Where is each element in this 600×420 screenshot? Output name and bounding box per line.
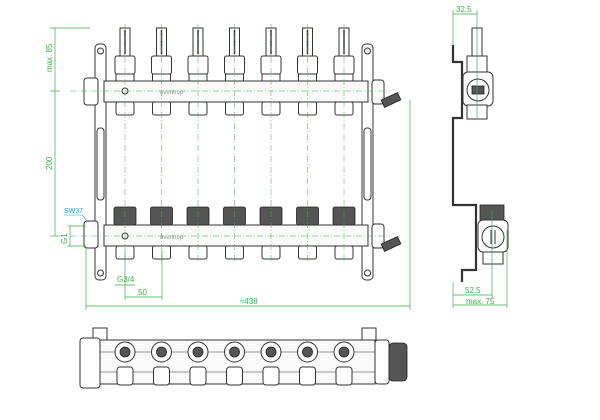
flow-bar bbox=[103, 80, 369, 103]
outlet-4 bbox=[223, 24, 246, 262]
outlet-3 bbox=[186, 24, 210, 262]
dim-g3-4: G3/4 bbox=[117, 275, 135, 284]
bottom-inlet-nut bbox=[79, 337, 101, 389]
outlet-5 bbox=[259, 24, 283, 262]
side-view: 32.5 52.5 max. 75 bbox=[451, 5, 509, 308]
bottom-view bbox=[79, 327, 408, 389]
bottom-outlet-7 bbox=[333, 341, 355, 386]
return-bar bbox=[103, 224, 369, 247]
dim-g1: G1 bbox=[60, 233, 69, 244]
outlet-7 bbox=[332, 24, 356, 262]
front-view: oventrop oventrop max. 85 200 G1 SW37 G3… bbox=[45, 24, 411, 310]
bottom-outlet-6 bbox=[297, 341, 318, 386]
outlet-6 bbox=[296, 24, 319, 262]
brand-logo-bottom: oventrop bbox=[160, 235, 184, 241]
drain-valve-top bbox=[380, 92, 402, 108]
inlet-nut-bottom bbox=[83, 220, 99, 249]
outlet-2 bbox=[150, 24, 173, 262]
bottom-outlet-2 bbox=[151, 341, 172, 386]
side-bracket bbox=[451, 45, 478, 282]
bottom-outlet-5 bbox=[260, 341, 282, 386]
bottom-outlet-1 bbox=[114, 341, 136, 386]
dim-200: 200 bbox=[45, 156, 54, 170]
outlet-1 bbox=[113, 24, 137, 262]
dim-total-width: ≈438 bbox=[240, 297, 258, 306]
inlet-nut-top bbox=[83, 77, 99, 106]
brand-logo-top: oventrop bbox=[160, 90, 184, 96]
drain-valve-bottom bbox=[380, 236, 402, 252]
callout-sw37: SW37 bbox=[64, 208, 83, 215]
bottom-outlet-3 bbox=[187, 341, 209, 386]
dim-max-85: max. 85 bbox=[45, 43, 54, 72]
bottom-outlet-4 bbox=[224, 341, 245, 386]
dim-32-5: 32.5 bbox=[456, 5, 472, 14]
dim-max-75: max. 75 bbox=[466, 297, 495, 306]
dim-52-5: 52.5 bbox=[465, 286, 481, 295]
dim-50: 50 bbox=[138, 288, 147, 297]
bottom-drain-valve bbox=[388, 342, 408, 382]
